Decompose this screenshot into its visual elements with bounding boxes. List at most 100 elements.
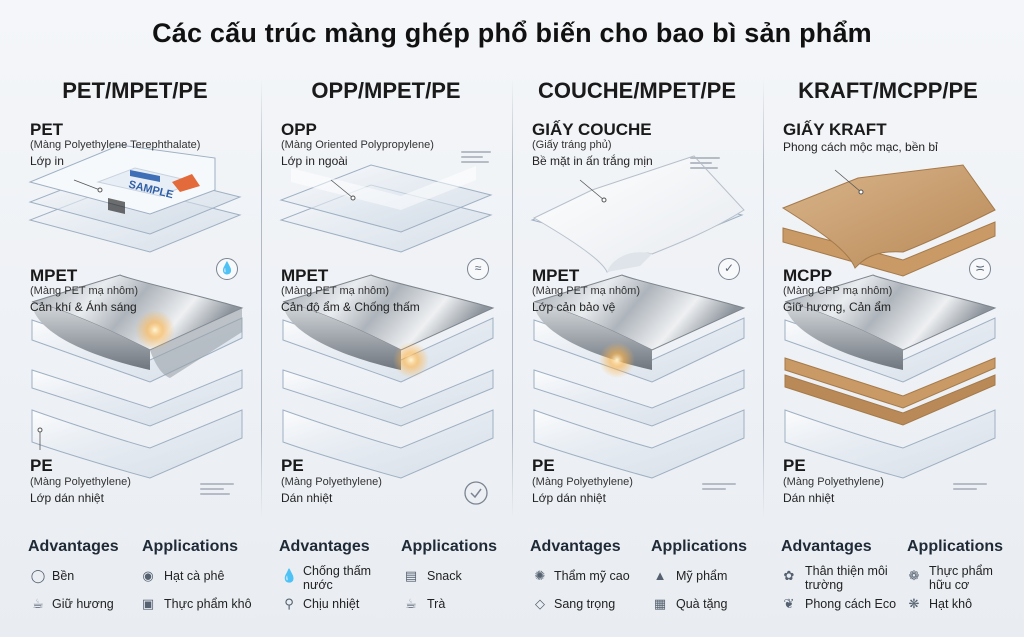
water-drop-icon: 💧: [216, 258, 238, 280]
tea-cup-icon: ☕: [405, 596, 417, 611]
advantages-heading: Advantages: [781, 538, 872, 555]
advantage-item: Sang trọng: [554, 597, 616, 611]
diamond-icon: ◇: [535, 596, 545, 611]
application-item: Mỹ phẩm: [676, 569, 728, 583]
flask-icon: ▲: [653, 568, 667, 583]
page-title: Các cấu trúc màng ghép phổ biến cho bao …: [152, 18, 872, 48]
seeds-icon: ❋: [908, 596, 920, 611]
layer-name: MCPP: [783, 266, 833, 285]
layer-name: PET: [30, 120, 64, 139]
layer-name: GIẤY KRAFT: [783, 120, 887, 139]
layer-role: Dán nhiệt: [281, 491, 333, 505]
layer-role: Cản độ ẩm & Chống thấm: [281, 300, 420, 314]
decorative-lines: [953, 480, 993, 493]
layer-role: Lớp cản bảo vệ: [532, 300, 616, 314]
moisture-icon: ≈: [467, 258, 489, 280]
layer-name: GIẤY COUCHE: [532, 120, 652, 139]
application-item: Thực phẩm hữu cơ: [929, 564, 993, 592]
layer-role: Dán nhiệt: [783, 491, 835, 505]
decorative-lines: [702, 480, 742, 493]
layer-description: (Màng Oriented Polypropylene): [281, 139, 434, 151]
gift-icon: ▦: [653, 596, 667, 611]
advantages-heading: Advantages: [28, 538, 119, 555]
structure-title: PET/MPET/PE: [62, 78, 208, 103]
structure-column-kraft-mcpp-pe: KRAFT/MCPP/PE GIẤY KRAFT Phong cách mộc …: [763, 70, 1013, 530]
layer-role: Lớp in ngoài: [281, 154, 348, 168]
applications-heading: Applications: [651, 538, 748, 555]
application-item: Hạt cà phê: [164, 569, 225, 583]
structure-column-pet-mpet-pe: PET/MPET/PE PET (Màng Polyethylene Terep…: [10, 70, 260, 530]
structure-title: COUCHE/MPET/PE: [537, 78, 737, 103]
decorative-lines: [200, 480, 240, 498]
structure-title: KRAFT/MCPP/PE: [798, 78, 978, 103]
application-item: Hạt khô: [929, 597, 973, 611]
leaf-icon: ❦: [783, 596, 795, 611]
layer-description: (Màng Polyethylene): [783, 476, 884, 488]
layer-name: PE: [783, 456, 806, 475]
benefits-section: Advantages Applications ✿ Thân thiện môi…: [763, 530, 1013, 630]
layer-description: (Màng Polyethylene): [281, 476, 382, 488]
application-item: Thực phẩm khô: [164, 597, 252, 611]
advantages-heading: Advantages: [530, 538, 621, 555]
snack-bag-icon: ▤: [404, 568, 418, 583]
layer-role: Bề mặt in ấn trắng mịn: [532, 154, 653, 168]
layer-description: (Giấy tráng phủ): [532, 139, 612, 151]
applications-heading: Applications: [907, 538, 1004, 555]
layer-description: (Màng Polyethylene): [30, 476, 131, 488]
structure-column-couche-mpet-pe: COUCHE/MPET/PE GIẤY COUCHE (Giấy tráng p…: [512, 70, 762, 530]
layer-name: MPET: [30, 266, 78, 285]
shield-check-icon: ✓: [718, 258, 740, 280]
thermometer-icon: ⚲: [284, 596, 294, 611]
advantages-heading: Advantages: [279, 538, 370, 555]
structure-column-opp-mpet-pe: OPP/MPET/PE OPP (Màng Oriented Polypropy…: [261, 70, 511, 530]
layer-role: Lớp dán nhiệt: [30, 491, 104, 505]
layer-name: MPET: [281, 266, 329, 285]
layer-role: Lớp in: [30, 154, 64, 168]
layer-role: Lớp dán nhiệt: [532, 491, 606, 505]
benefits-section: Advantages Applications ✺ Thẩm mỹ cao ◇ …: [512, 530, 762, 630]
shield-icon: ◯: [30, 568, 46, 583]
layer-description: (Màng PET mạ nhôm): [30, 285, 139, 297]
application-item: Snack: [427, 569, 462, 583]
advantage-item: Thẩm mỹ cao: [554, 569, 630, 583]
layer-description: (Màng CPP mạ nhôm): [783, 285, 893, 297]
advantage-item: Bền: [52, 569, 75, 583]
structure-title: OPP/MPET/PE: [311, 78, 461, 103]
layer-role: Cản khí & Ánh sáng: [30, 300, 137, 314]
benefits-section: Advantages Applications ◯ Bền ☕ Giữ hươn…: [10, 530, 260, 630]
layer-description: (Màng PET mạ nhôm): [532, 285, 641, 297]
steam-icon: ≍: [969, 258, 991, 280]
coffee-cup-icon: ☕: [32, 596, 44, 611]
water-drop-icon: 💧: [281, 568, 298, 583]
decorative-lines: [461, 148, 501, 166]
advantage-item: Chịu nhiệt: [303, 597, 360, 611]
advantage-item: Chống thấm nước: [303, 564, 372, 592]
applications-heading: Applications: [401, 538, 498, 555]
layer-role: Giữ hương, Cản ẩm: [783, 300, 891, 314]
layer-name: PE: [30, 456, 53, 475]
advantage-item: Phong cách Eco: [805, 597, 897, 611]
column-divider: [512, 78, 513, 518]
applications-heading: Applications: [142, 538, 239, 555]
layer-description: (Màng PET mạ nhôm): [281, 285, 390, 297]
application-item: Quà tặng: [676, 597, 728, 611]
organic-leaf-icon: ❁: [908, 568, 920, 583]
layer-name: PE: [281, 456, 304, 475]
application-item: Trà: [427, 597, 446, 611]
column-divider: [261, 78, 262, 518]
layer-name: PE: [532, 456, 555, 475]
benefits-section: Advantages Applications 💧 Chống thấm nướ…: [261, 530, 511, 630]
layer-role: Phong cách mộc mạc, bền bỉ: [783, 140, 938, 154]
advantage-item: Giữ hương: [52, 597, 114, 611]
layer-name: OPP: [281, 120, 317, 139]
advantage-item: Thân thiện môi trường: [805, 564, 888, 592]
layer-name: MPET: [532, 266, 580, 285]
layer-description: (Màng Polyethylene Terephthalate): [30, 139, 201, 151]
decorative-lines: [690, 154, 730, 172]
box-icon: ▣: [141, 596, 155, 611]
coffee-bean-icon: ◉: [142, 568, 154, 583]
layer-description: (Màng Polyethylene): [532, 476, 633, 488]
column-divider: [763, 78, 764, 518]
sparkle-badge-icon: ✺: [534, 568, 546, 583]
hand-leaf-icon: ✿: [783, 568, 795, 583]
